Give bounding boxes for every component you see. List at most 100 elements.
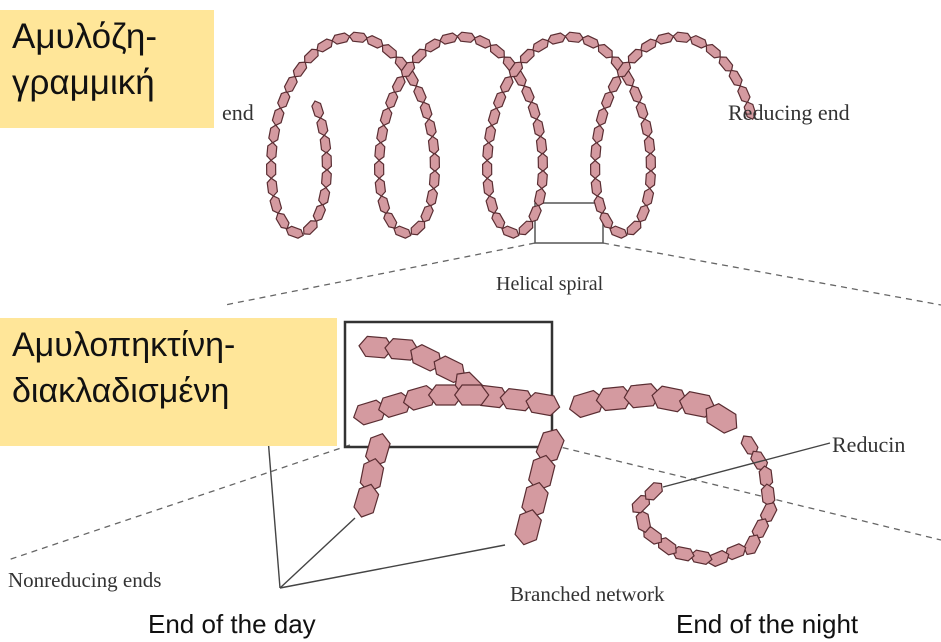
amylose-callout: Αμυλόζη- γραμμική [0,10,214,128]
glucose-unit [304,221,318,235]
guide-line-top-left [225,243,535,305]
caption-end-of-day: End of the day [148,609,316,639]
glucose-unit [375,178,385,196]
glucose-unit [486,196,497,213]
glucose-unit [475,36,491,48]
glucose-unit [719,57,732,71]
glucose-unit [636,102,648,119]
glucose-unit [528,102,540,119]
glucose-unit [483,178,493,196]
glucose-unit [270,196,281,213]
glucose-unit [312,101,324,118]
glucose-unit [488,108,499,125]
glucose-unit [367,36,383,48]
glucose-unit [455,385,489,405]
glucose-unit [637,205,649,222]
glucose-unit [317,39,332,52]
glucose-unit [430,171,440,189]
label-reducing-end-top: Reducing end [728,100,850,125]
glucose-unit [313,205,325,222]
glucose-unit [596,108,607,125]
glucose-unit [548,33,566,44]
glucose-unit [386,92,398,109]
glucose-unit [377,125,388,143]
glucose-unit [267,178,277,196]
pointer-nonreducing-3 [280,545,505,588]
label-nonreducing-ends: Nonreducing ends [8,568,161,592]
pointer-nonreducing-1 [268,438,280,588]
glucose-unit [641,119,652,137]
glucose-unit [502,226,519,238]
glucose-unit [656,33,674,44]
glucose-unit [384,213,397,229]
glucose-unit [591,178,601,196]
amylose-callout-line2: γραμμική [12,60,204,106]
glucose-unit [440,33,458,44]
pointer-nonreducing-2 [280,518,355,588]
glucose-unit [519,221,533,234]
glucose-unit [322,152,331,170]
amylopectin-callout-line1: Αμυλοπηκτίνη- [12,322,327,368]
glucose-unit [594,196,605,213]
glucose-unit [383,45,397,58]
glucose-unit [485,125,496,143]
label-reducing-end-bottom: Reducin [832,432,905,457]
glucose-unit [278,92,290,109]
glucose-unit [492,213,505,229]
glucose-unit [272,108,284,125]
glucose-unit [602,92,614,109]
glucose-unit [425,39,440,52]
glucose-unit [425,119,436,137]
guide-line-top-right [603,243,941,305]
amylopectin-branched-network [354,336,777,566]
glucose-unit [494,92,506,109]
glucose-unit [706,45,720,58]
glucose-unit [608,77,621,93]
glucose-unit [522,86,534,103]
glucose-unit [630,86,642,103]
glucose-unit [598,45,612,58]
glucose-unit [591,143,601,161]
glucose-unit [332,33,350,44]
zoom-box-small [535,203,603,243]
amylose-helix [267,32,756,238]
glucose-unit [533,119,544,137]
glucose-unit [276,213,289,229]
label-helical-spiral: Helical spiral [496,273,604,295]
glucose-unit [533,39,548,52]
glucose-unit [414,86,426,103]
glucose-unit [411,221,425,235]
glucose-unit [591,161,600,179]
amylose-callout-line1: Αμυλόζη- [12,14,204,60]
glucose-unit [305,49,319,63]
glucose-unit [515,510,541,545]
glucose-unit [565,32,583,42]
glucose-unit [593,125,604,143]
label-branched-network: Branched network [510,582,665,606]
glucose-unit [690,550,712,564]
glucose-unit [706,404,737,433]
glucose-unit [269,125,280,143]
glucose-unit [317,118,328,136]
glucose-unit [394,226,411,238]
glucose-unit [610,226,627,238]
glucose-unit [627,221,641,234]
glucose-unit [673,32,691,42]
glucose-unit [646,153,655,171]
glucose-unit [413,49,427,63]
glucose-unit [641,39,656,52]
glucose-unit [644,136,654,154]
glucose-unit [583,36,599,48]
glucose-unit [491,45,505,58]
glucose-unit [285,76,298,92]
glucose-unit [427,189,438,207]
glucose-unit [457,32,475,42]
glucose-unit [286,226,303,238]
glucose-unit [421,205,433,222]
glucose-unit [393,76,406,92]
glucose-unit [378,196,389,213]
glucose-unit [483,160,492,178]
amylopectin-callout: Αμυλοπηκτίνη- διακλαδισμένη [0,318,337,446]
glucose-unit [538,171,548,189]
